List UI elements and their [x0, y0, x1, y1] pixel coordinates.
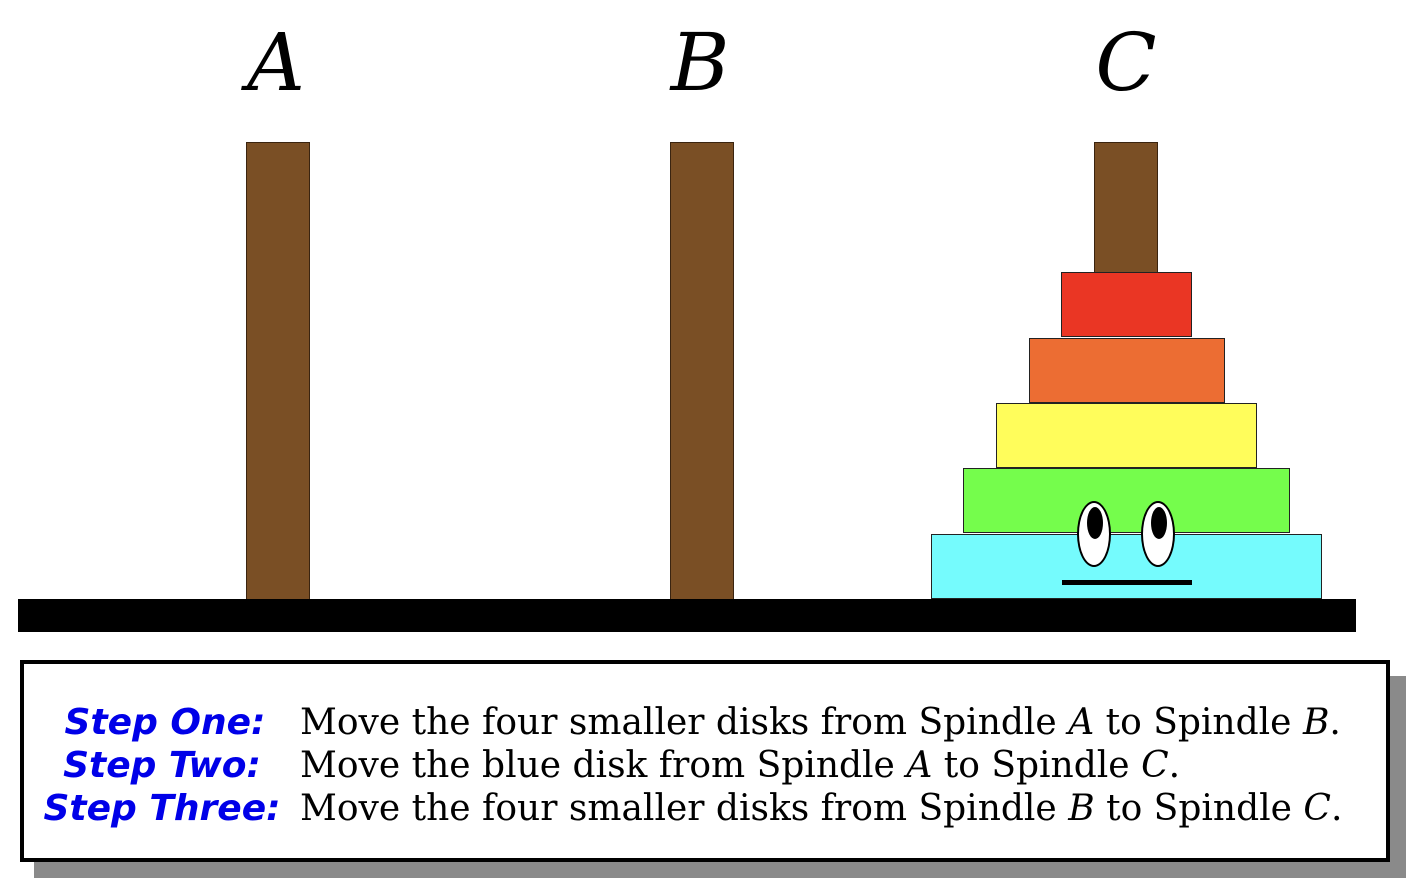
step-row-one: Step One: Move the four smaller disks fr… — [24, 701, 1384, 745]
spindle-label-a: A — [247, 16, 305, 109]
step-row-two: Step Two: Move the blue disk from Spindl… — [24, 744, 1384, 788]
step-one-label: Step One: — [64, 702, 266, 743]
step-three-label: Step Three: — [43, 788, 281, 829]
left-eye-icon — [1077, 501, 1111, 567]
spindle-label-b: B — [670, 16, 730, 109]
right-eye-icon — [1141, 501, 1175, 567]
step-two-text: Move the blue disk from Spindle A to Spi… — [300, 745, 1181, 786]
spindle-b-pole — [670, 142, 734, 600]
step-three-text: Move the four smaller disks from Spindle… — [300, 788, 1343, 829]
mouth-icon — [1062, 580, 1192, 585]
base-board — [18, 599, 1356, 632]
disk-green — [963, 468, 1290, 533]
step-row-three: Step Three: Move the four smaller disks … — [24, 787, 1384, 831]
step-one-text: Move the four smaller disks from Spindle… — [300, 702, 1341, 743]
spindle-c-pole — [1094, 142, 1158, 274]
step-two-label: Step Two: — [63, 745, 261, 786]
disk-blue — [931, 534, 1322, 599]
disk-yellow — [996, 403, 1257, 468]
spindle-label-c: C — [1095, 16, 1157, 109]
disk-red — [1061, 272, 1192, 337]
disk-orange — [1029, 338, 1225, 403]
spindle-a-pole — [246, 142, 310, 600]
steps-box: Step One: Move the four smaller disks fr… — [20, 660, 1390, 862]
